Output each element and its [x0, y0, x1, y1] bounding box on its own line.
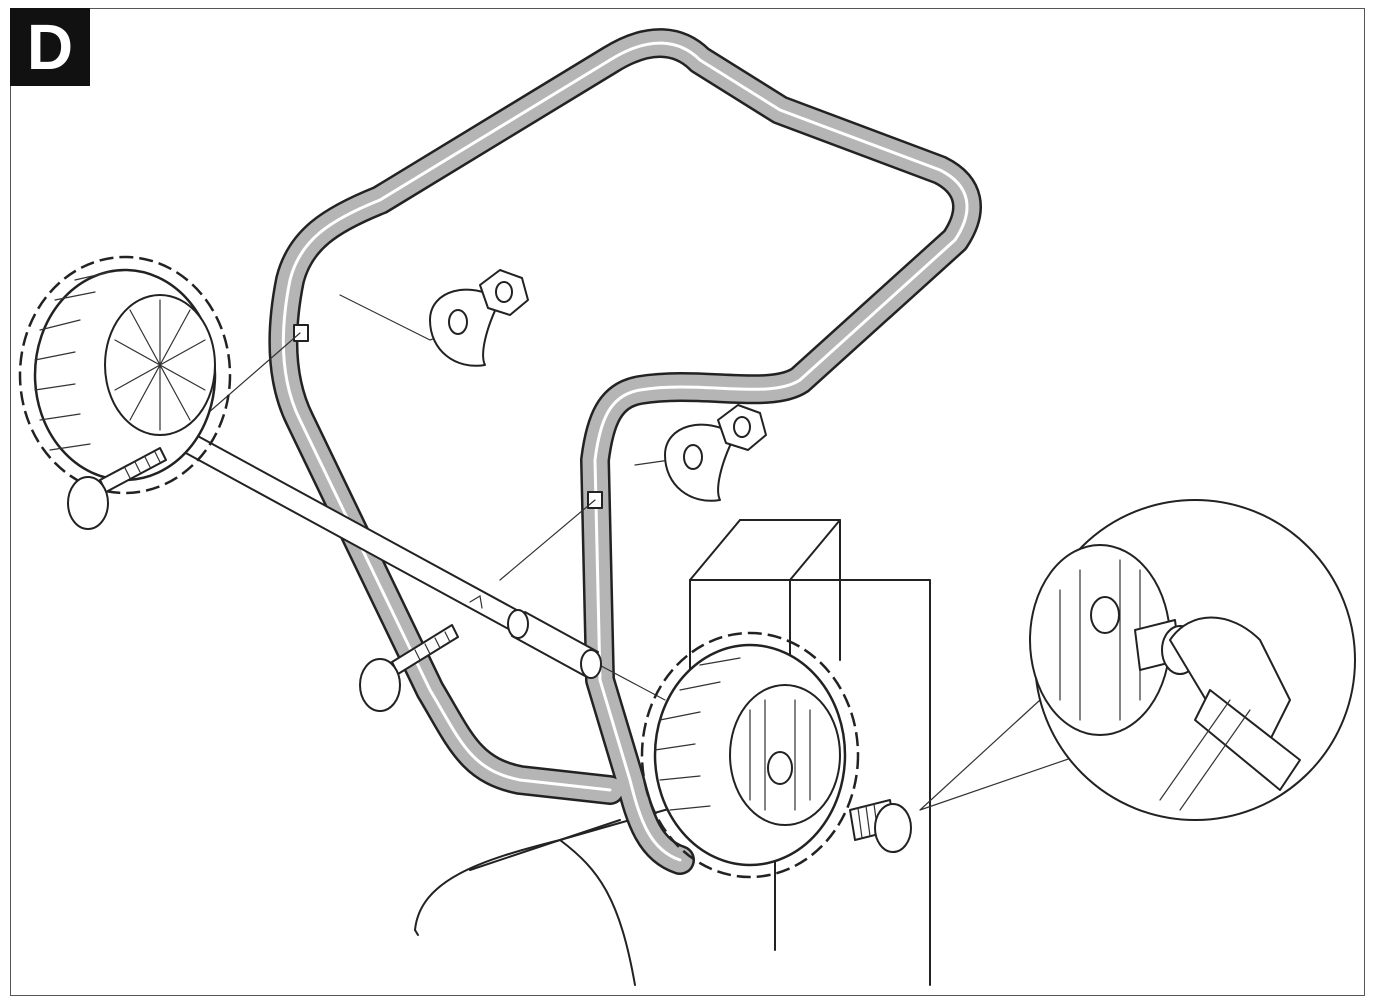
axle: [139, 396, 602, 679]
wheel-left: [18, 255, 232, 495]
panel-letter: D: [10, 8, 90, 86]
frame-hole-upper: [293, 324, 309, 342]
nut-lower: [717, 404, 767, 451]
washer-lower: [664, 423, 736, 502]
nut-upper: [479, 269, 529, 316]
detail-callout: [919, 499, 1356, 821]
wheel-right: [640, 631, 860, 879]
washer-upper: [429, 288, 501, 367]
carriage-bolt-right: [359, 624, 459, 712]
wheel-cap: [849, 799, 912, 853]
carriage-bolt-left: [67, 447, 167, 530]
handle-frame: [268, 28, 982, 875]
